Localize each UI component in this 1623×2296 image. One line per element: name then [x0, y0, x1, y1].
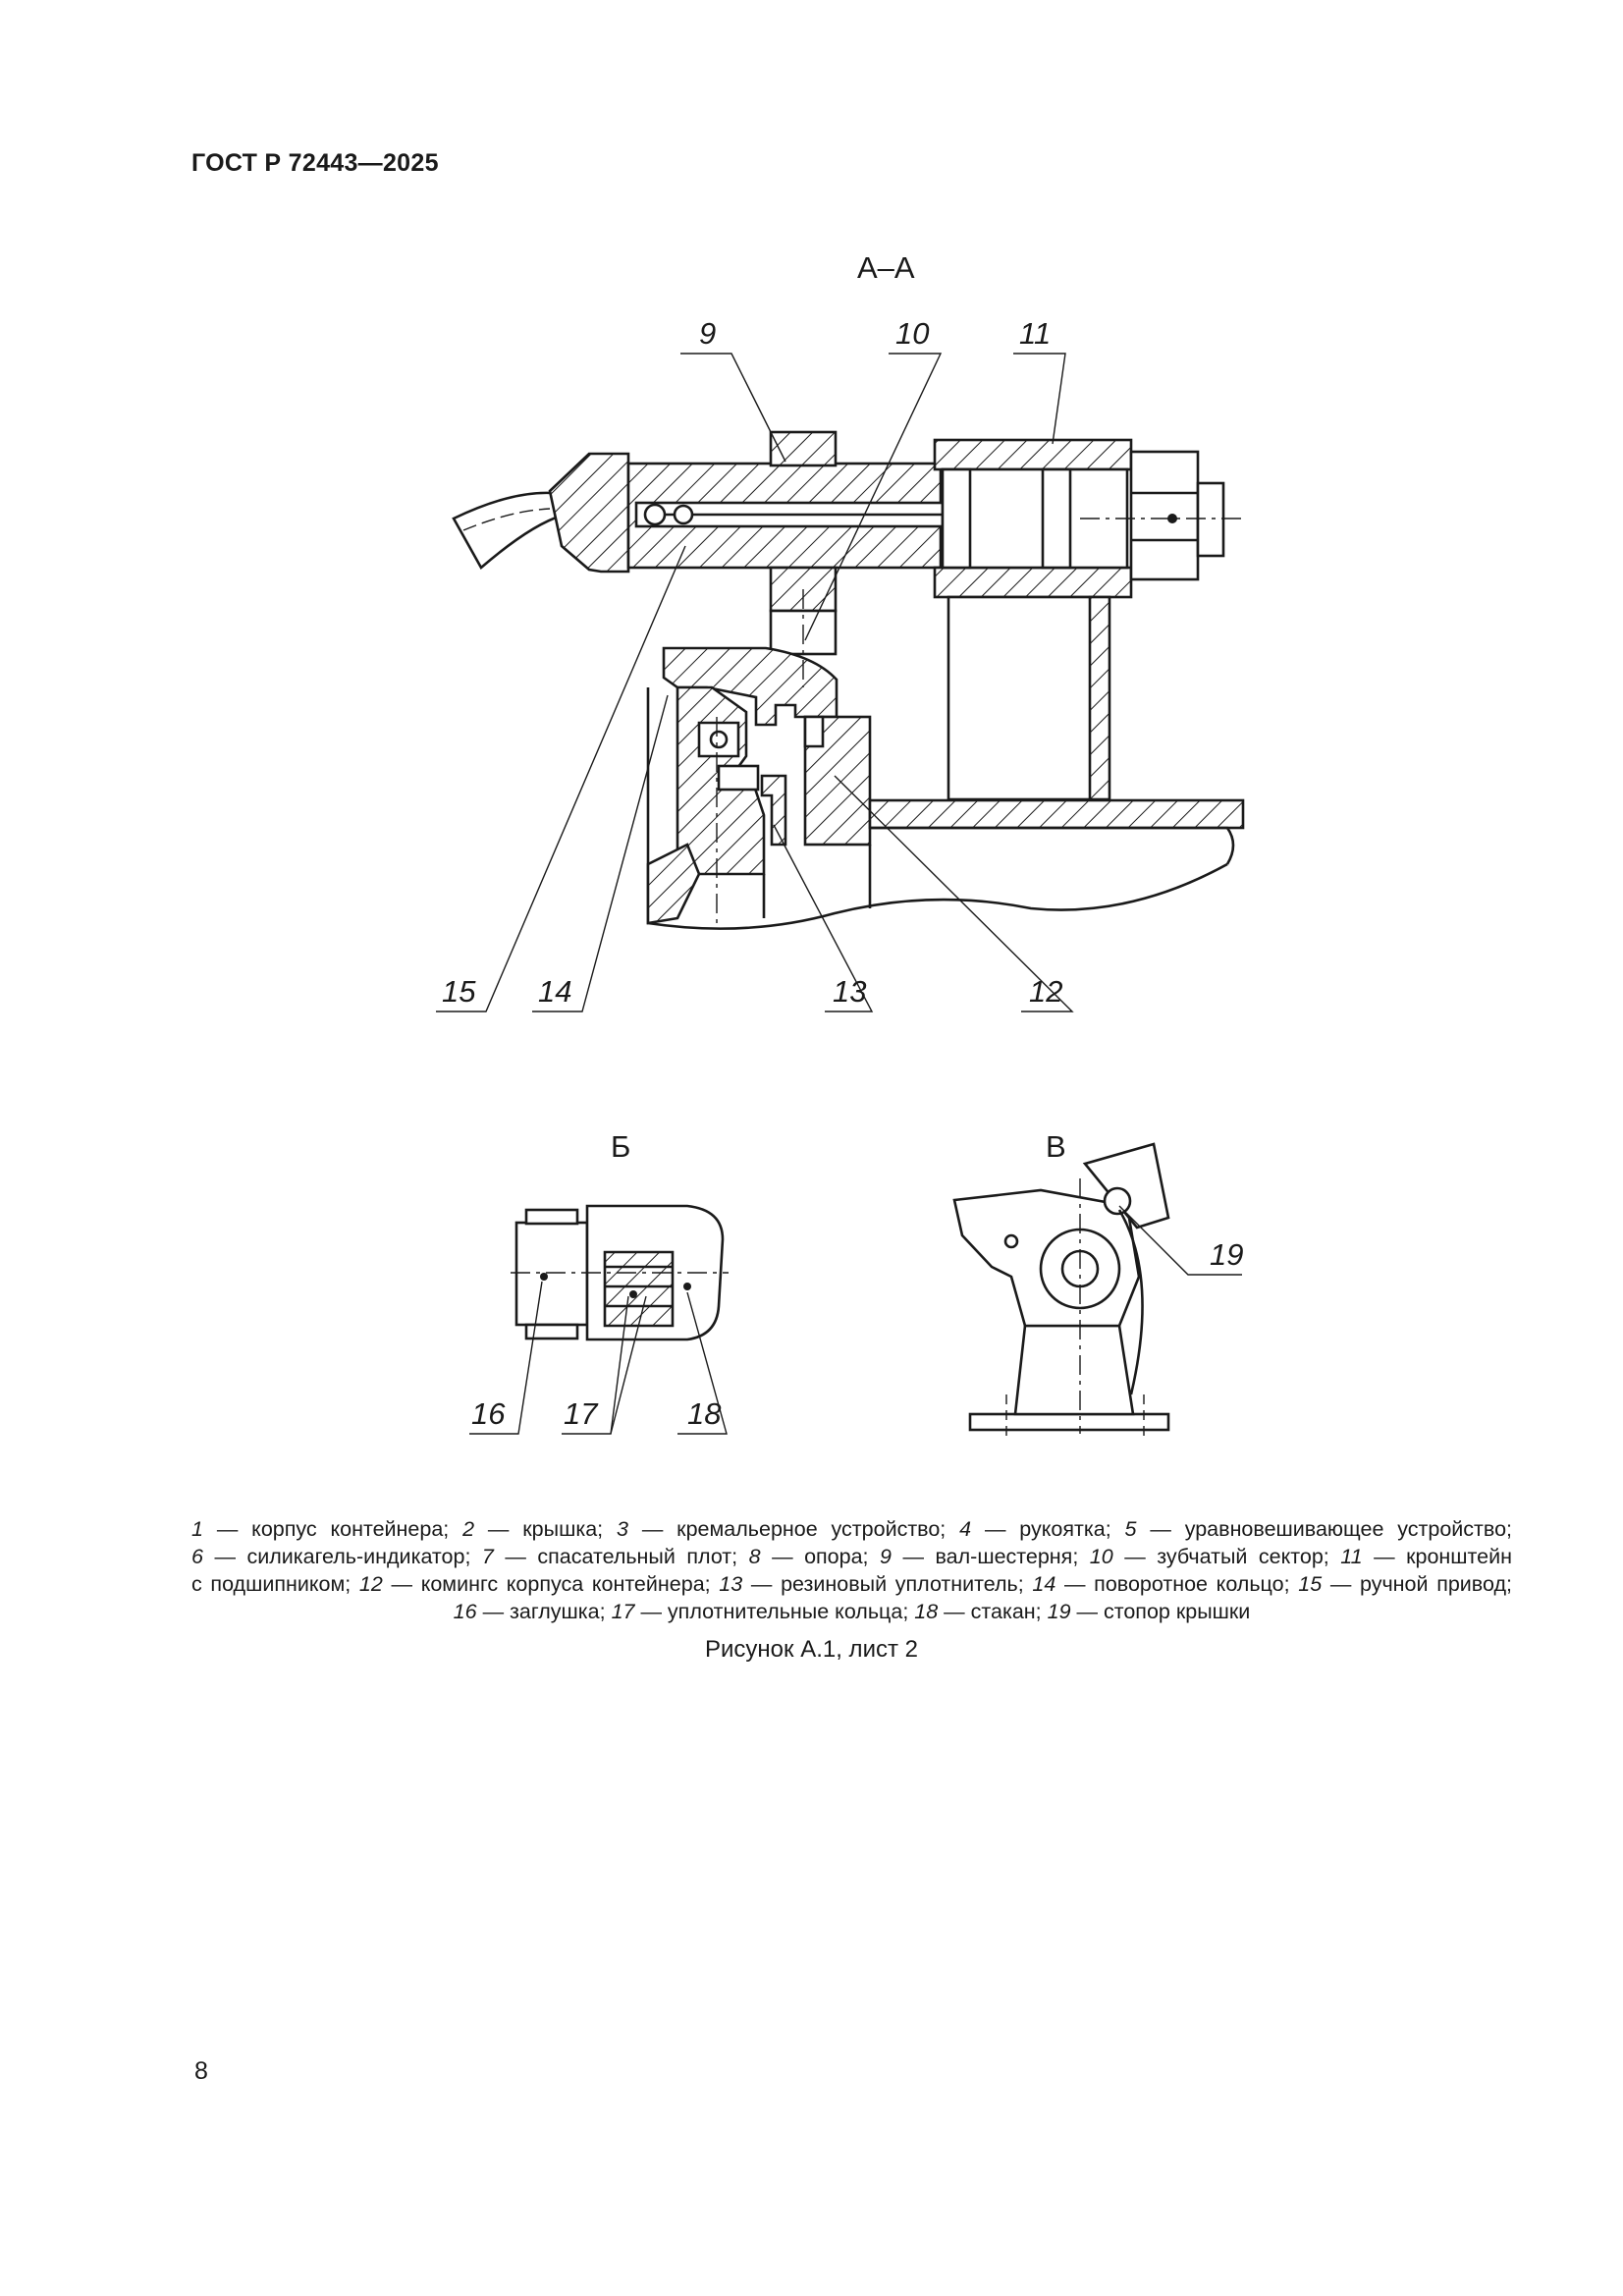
- callout-18: 18: [687, 1396, 722, 1431]
- view-title-aa: А–А: [857, 250, 915, 285]
- legend-line-2: 6 — силикагель-индикатор; 7 — спасательн…: [191, 1545, 1512, 1568]
- figure-caption: Рисунок А.1, лист 2: [705, 1636, 918, 1663]
- view-title-v: В: [1046, 1129, 1066, 1164]
- legend-line-4: 16 — заглушка; 17 — уплотнительные кольц…: [453, 1600, 1251, 1623]
- section-aa-leaders: [436, 353, 1074, 1012]
- view-v-leaders: [1118, 1205, 1242, 1276]
- callout-16: 16: [471, 1396, 506, 1431]
- page-number: 8: [194, 2057, 208, 2085]
- callout-12: 12: [1029, 974, 1063, 1009]
- callout-14: 14: [538, 974, 572, 1009]
- callout-11: 11: [1019, 316, 1052, 351]
- callout-17: 17: [564, 1396, 598, 1431]
- legend-line-3: с подшипником; 12 — комингс корпуса конт…: [191, 1572, 1512, 1596]
- callout-13: 13: [833, 974, 867, 1009]
- view-title-b: Б: [611, 1129, 631, 1164]
- document-header: ГОСТ Р 72443—2025: [191, 149, 439, 177]
- view-b-leaders: [469, 1281, 728, 1435]
- view-v-drawing: [952, 1142, 1170, 1439]
- section-aa-drawing: [452, 430, 1245, 930]
- callout-19: 19: [1210, 1237, 1244, 1272]
- callout-10: 10: [895, 316, 930, 351]
- view-b-drawing: [511, 1204, 729, 1341]
- legend-line-1: 1 — корпус контейнера; 2 — крышка; 3 — к…: [191, 1517, 1513, 1541]
- figure-legend: 1 — корпус контейнера; 2 — крышка; 3 — к…: [191, 1515, 1512, 1625]
- callout-9: 9: [699, 316, 717, 351]
- callout-15: 15: [442, 974, 476, 1009]
